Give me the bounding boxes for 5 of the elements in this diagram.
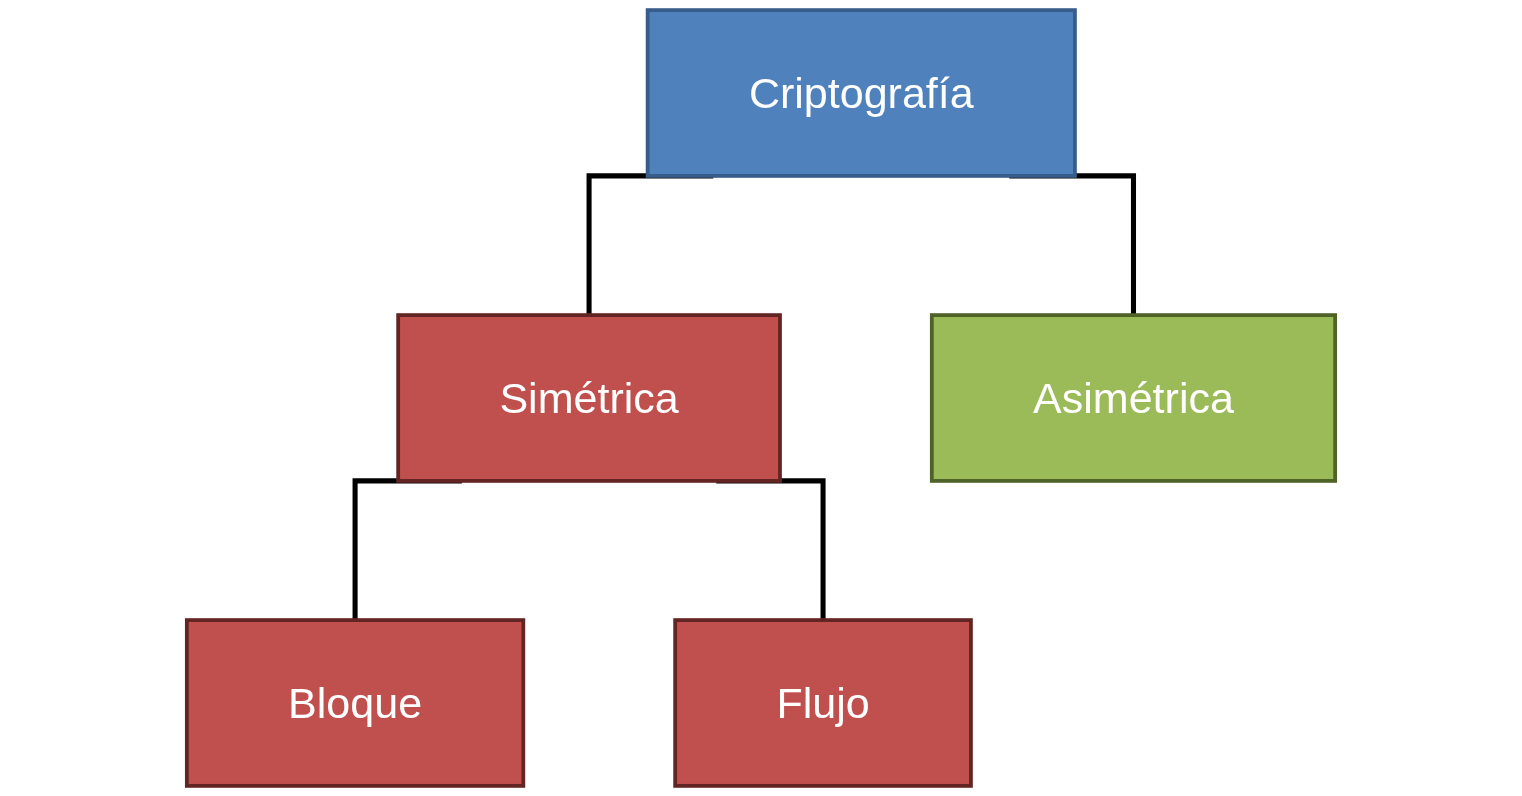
node-box [645, 8, 1077, 178]
node-box [673, 618, 973, 788]
node-box [396, 313, 782, 483]
node-box [929, 313, 1338, 483]
node-box [184, 618, 526, 788]
